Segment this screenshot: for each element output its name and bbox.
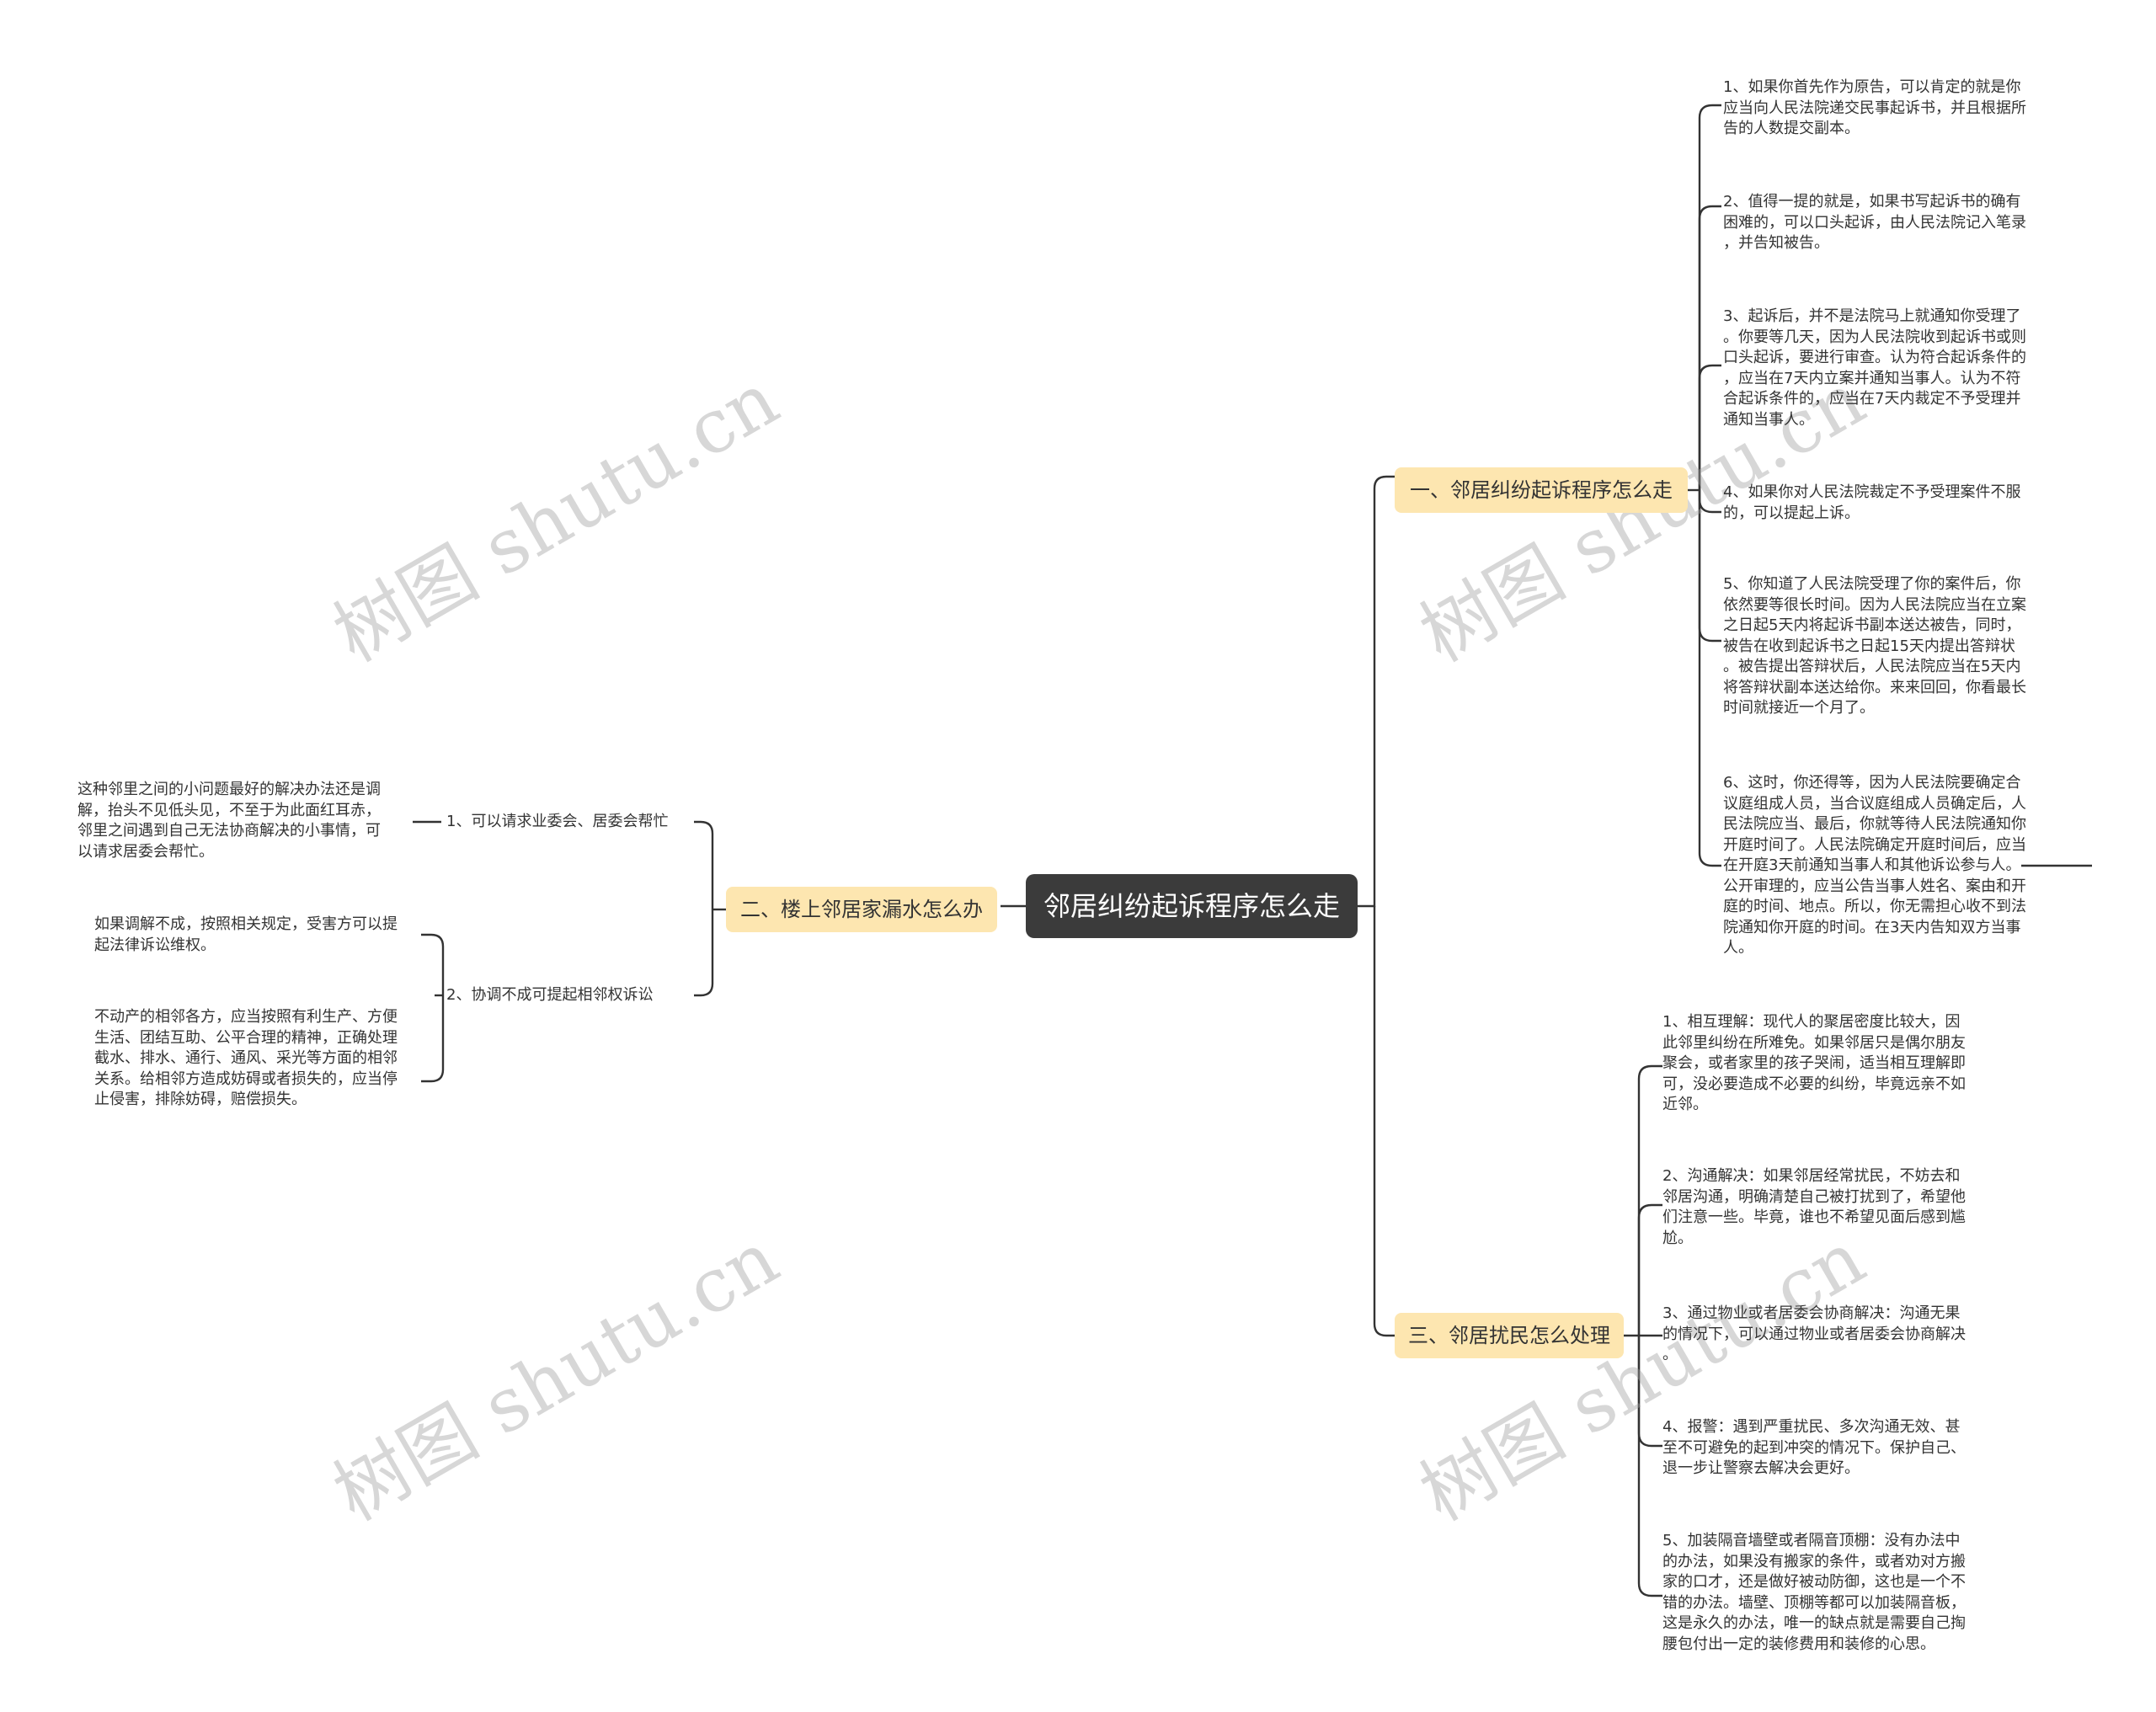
- leaf-text: 5、你知道了人民法院受理了你的案件后，你 依然要等很长时间。因为人民法院应当在立…: [1723, 575, 2026, 717]
- branch-node-1[interactable]: 一、邻居纠纷起诉程序怎么走: [1395, 467, 1688, 513]
- sub-node[interactable]: 2、协调不成可提起相邻权诉讼: [446, 986, 654, 1004]
- leaf-text: 如果调解不成，按照相关规定，受害方可以提 起法律诉讼维权。: [94, 915, 398, 954]
- sub-node[interactable]: 1、可以请求业委会、居委会帮忙: [446, 813, 669, 830]
- leaf-text: 这种邻里之间的小问题最好的解决办法还是调 解，抬头不见低头见，不至于为此面红耳赤…: [77, 781, 381, 861]
- leaf-text: 2、值得一提的就是，如果书写起诉书的确有 困难的，可以口头起诉，由人民法院记入笔…: [1723, 193, 2026, 252]
- leaf-text: 1、如果你首先作为原告，可以肯定的就是你 应当向人民法院递交民事起诉书，并且根据…: [1723, 78, 2026, 137]
- leaf-text: 3、通过物业或者居委会协商解决：沟通无果 的情况下，可以通过物业或者居委会协商解…: [1662, 1304, 1966, 1363]
- leaf-text: 5、加装隔音墙壁或者隔音顶棚：没有办法中 的办法，如果没有搬家的条件，或者劝对方…: [1662, 1532, 1966, 1653]
- leaf-text: 2、沟通解决：如果邻居经常扰民，不妨去和 邻居沟通，明确清楚自己被打扰到了，希望…: [1662, 1167, 1966, 1247]
- branch-node-2[interactable]: 二、楼上邻居家漏水怎么办: [726, 887, 997, 932]
- leaf-text: 6、这时，你还得等，因为人民法院要确定合 议庭组成人员，当合议庭组成人员确定后，…: [1723, 774, 2026, 957]
- leaf-text: 4、报警：遇到严重扰民、多次沟通无效、甚 至不可避免的起到冲突的情况下。保护自己…: [1662, 1418, 1966, 1477]
- root-node[interactable]: 邻居纠纷起诉程序怎么走: [1026, 874, 1358, 938]
- leaf-text: 4、如果你对人民法院裁定不予受理案件不服 的，可以提起上诉。: [1723, 483, 2021, 522]
- branch-node-3[interactable]: 三、邻居扰民怎么处理: [1395, 1313, 1624, 1358]
- leaf-text: 3、起诉后，并不是法院马上就通知你受理了 。你要等几天，因为人民法院收到起诉书或…: [1723, 307, 2026, 429]
- leaf-text: 不动产的相邻各方，应当按照有利生产、方便 生活、团结互助、公平合理的精神，正确处…: [94, 1008, 398, 1108]
- leaf-text: 1、相互理解：现代人的聚居密度比较大，因 此邻里纠纷在所难免。如果邻居只是偶尔朋…: [1662, 1013, 1966, 1113]
